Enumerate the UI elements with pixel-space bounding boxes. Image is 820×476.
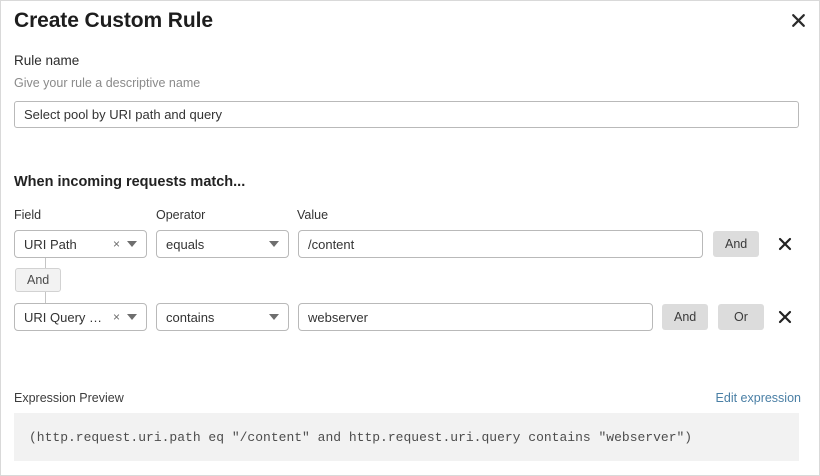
dialog-title: Create Custom Rule [14, 9, 213, 32]
chevron-down-icon [125, 314, 146, 320]
and-button-row-2[interactable]: And [662, 304, 709, 330]
operator-select-2[interactable]: contains [156, 303, 289, 331]
close-icon[interactable] [785, 7, 811, 33]
delete-condition-button-2[interactable] [773, 303, 797, 331]
or-button-row-2[interactable]: Or [718, 304, 764, 330]
field-select-1[interactable]: URI Path × [14, 230, 147, 258]
rule-name-input[interactable] [14, 101, 799, 128]
chevron-down-icon [267, 314, 288, 320]
value-input-1[interactable] [298, 230, 703, 258]
operator-select-1-label: equals [166, 236, 205, 252]
and-button-row-1[interactable]: And [713, 231, 760, 257]
rule-name-description: Give your rule a descriptive name [14, 76, 201, 90]
clear-icon[interactable]: × [112, 310, 120, 324]
column-header-field: Field [14, 208, 42, 222]
chevron-down-icon [125, 241, 146, 247]
expression-preview-code: (http.request.uri.path eq "/content" and… [29, 429, 693, 445]
field-select-2-label: URI Query St... [24, 309, 108, 325]
field-select-2[interactable]: URI Query St... × [14, 303, 147, 331]
expression-preview-box: (http.request.uri.path eq "/content" and… [14, 413, 799, 461]
value-input-2[interactable] [298, 303, 653, 331]
delete-condition-button-1[interactable] [773, 230, 797, 258]
clear-icon[interactable]: × [112, 237, 120, 251]
edit-expression-link[interactable]: Edit expression [715, 391, 801, 405]
conditions-heading: When incoming requests match... [14, 174, 246, 190]
chevron-down-icon [267, 241, 288, 247]
column-header-value: Value [297, 208, 329, 222]
rule-name-label: Rule name [14, 53, 80, 68]
operator-select-2-label: contains [166, 309, 215, 325]
operator-select-1[interactable]: equals [156, 230, 289, 258]
column-header-operator: Operator [156, 208, 206, 222]
field-select-1-label: URI Path [24, 236, 77, 252]
expression-preview-label: Expression Preview [14, 391, 124, 405]
condition-connector-and-chip[interactable]: And [15, 268, 62, 292]
